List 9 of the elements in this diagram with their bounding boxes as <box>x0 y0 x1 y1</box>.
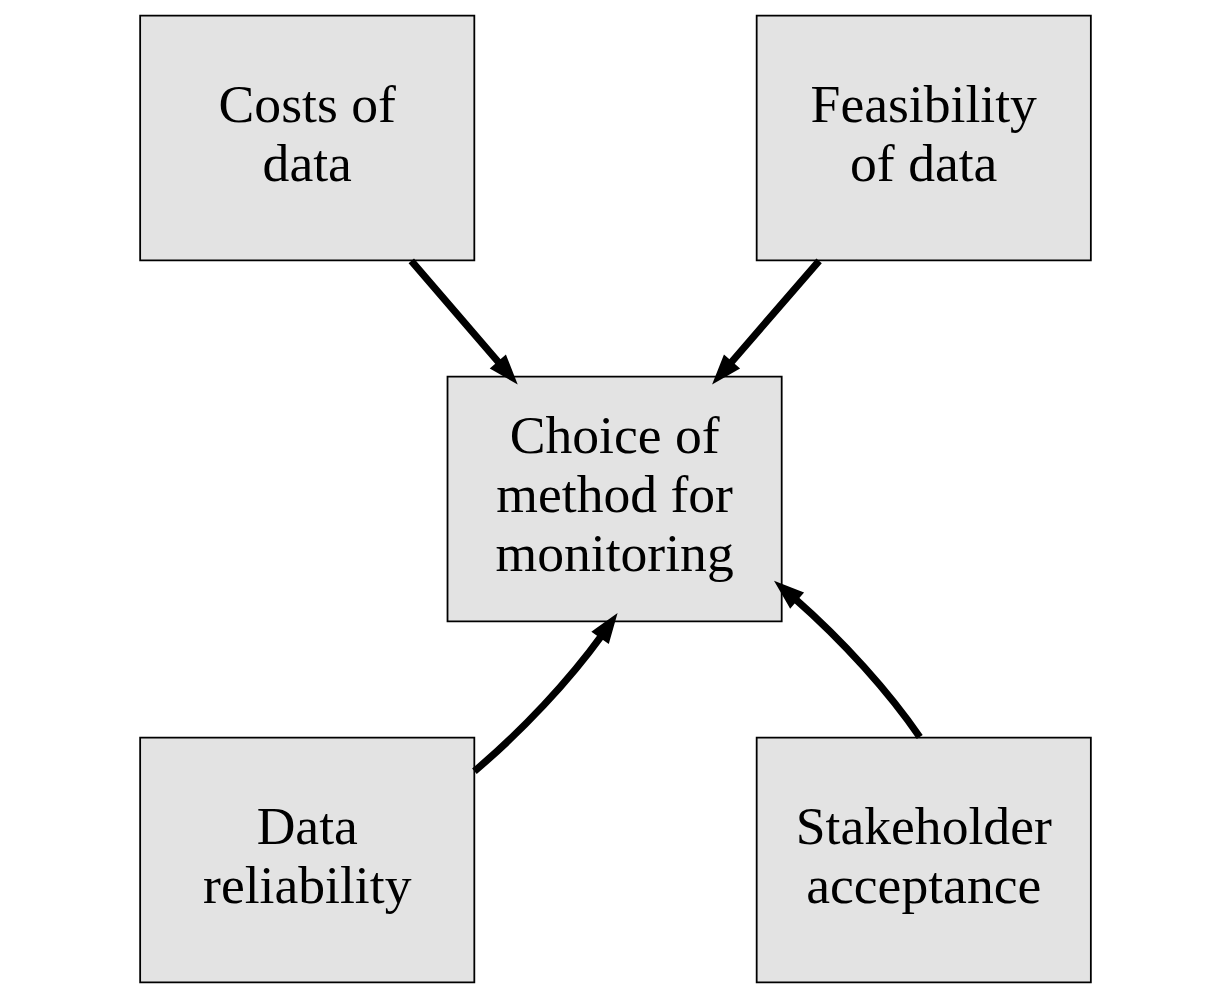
arrow <box>408 258 518 385</box>
node-box: Choice of method for monitoring <box>446 375 783 623</box>
node-box: Data reliability <box>139 736 476 984</box>
arrow <box>712 258 822 385</box>
node-box: Costs of data <box>139 14 476 262</box>
arrow <box>472 612 618 774</box>
node-box: Feasibility of data <box>755 14 1092 262</box>
arrow <box>774 580 923 740</box>
node-box: Stakeholder acceptance <box>755 736 1092 984</box>
